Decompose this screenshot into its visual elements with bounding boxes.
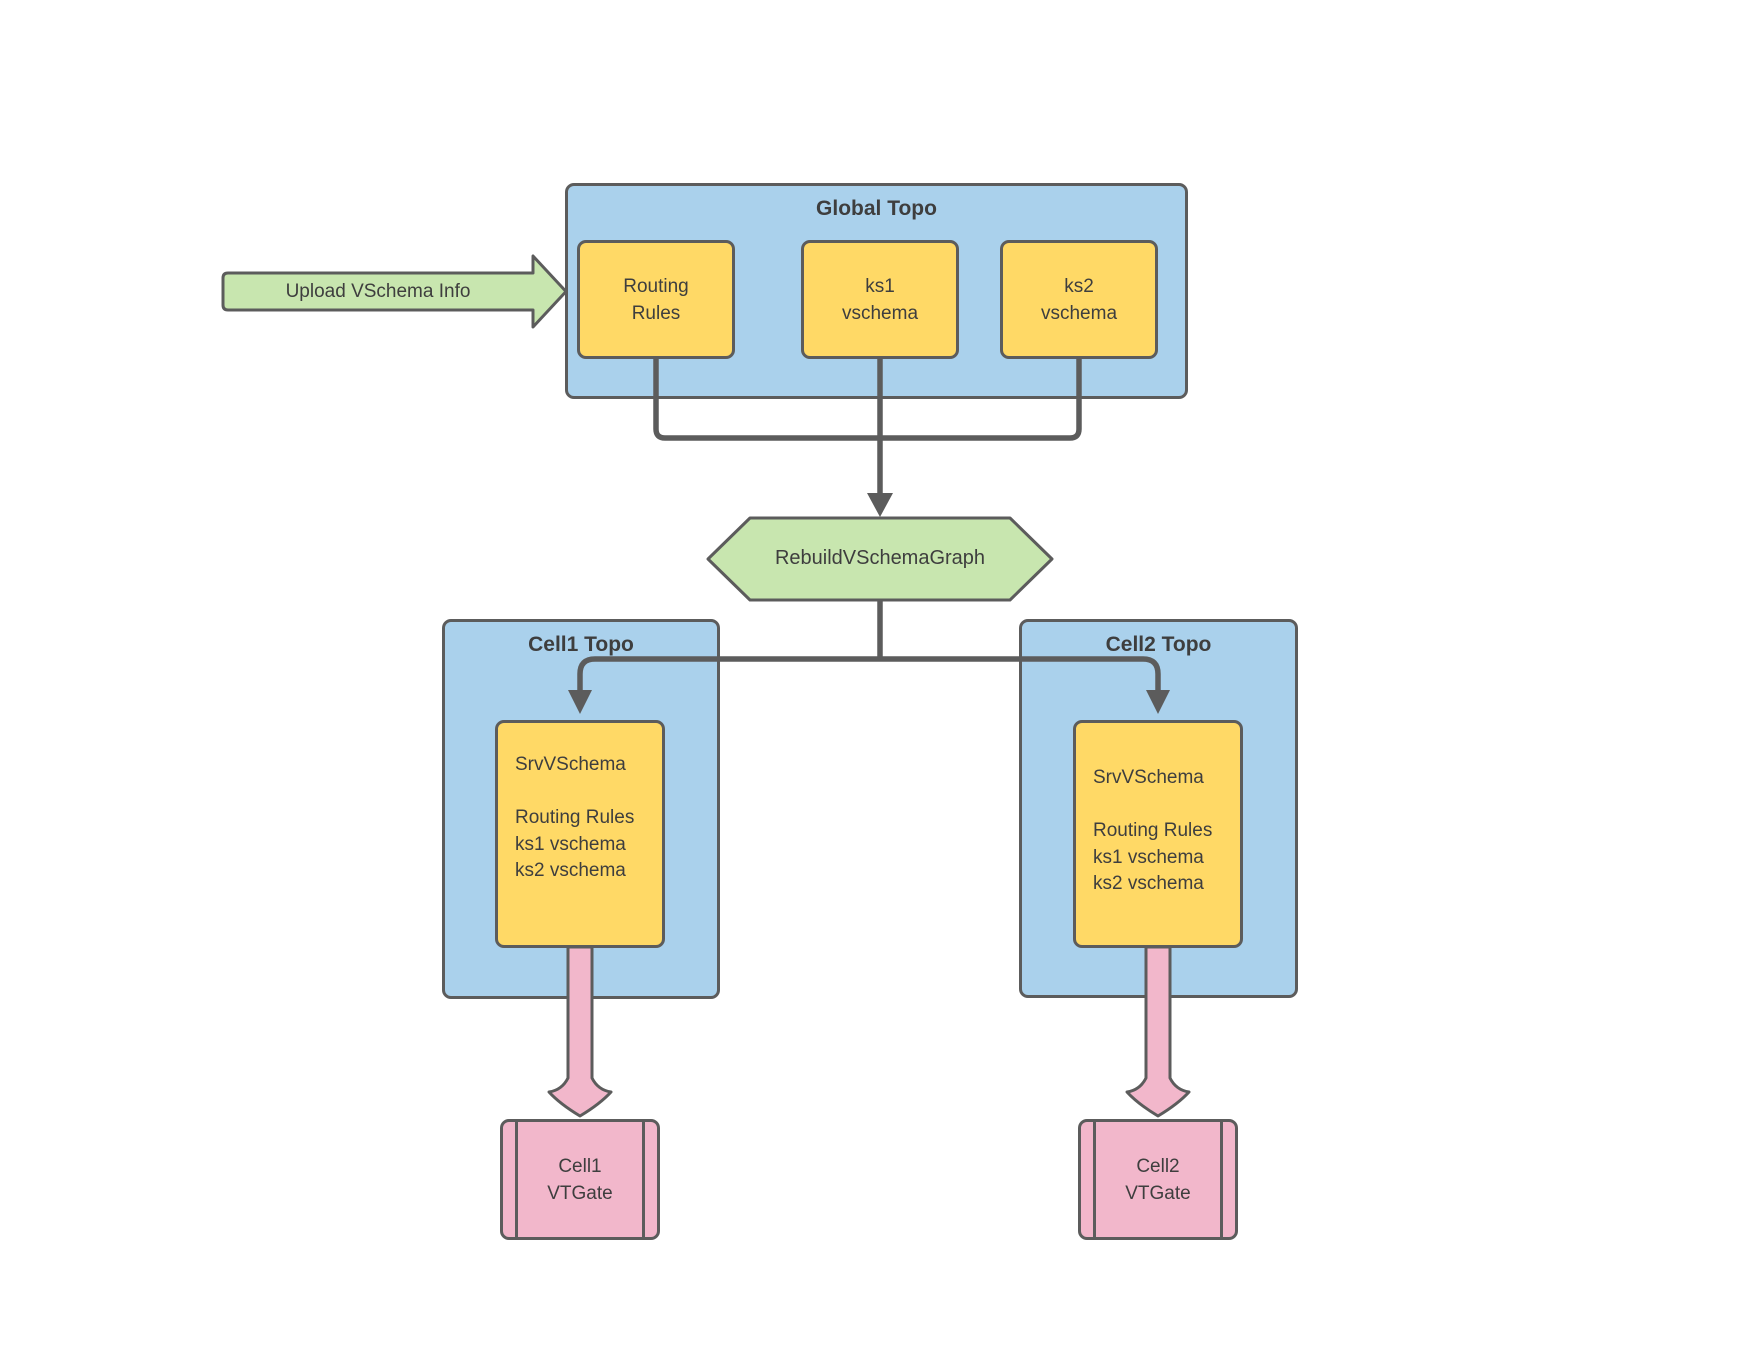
vtgate-side-bar <box>1093 1122 1096 1237</box>
cell2-vtgate-node: Cell2 VTGate <box>1078 1119 1238 1240</box>
cell2-srvvschema-node: SrvVSchema Routing Rules ks1 vschema ks2… <box>1073 720 1243 948</box>
node-routing-rules: Routing Rules <box>577 240 735 359</box>
vtgate-side-bar <box>1220 1122 1223 1237</box>
node-ks2-vschema: ks2 vschema <box>1000 240 1158 359</box>
cell1-vtgate-label: Cell1 VTGate <box>547 1155 613 1204</box>
cell2-vtgate-label: Cell2 VTGate <box>1125 1155 1191 1204</box>
vtgate-side-bar <box>642 1122 645 1237</box>
node-routing-rules-label: Routing Rules <box>623 275 689 324</box>
cell1-topo-title: Cell1 Topo <box>528 633 634 656</box>
global-to-rebuild-arrowhead <box>867 493 893 517</box>
global-topo-title: Global Topo <box>816 197 937 220</box>
node-ks1-vschema: ks1 vschema <box>801 240 959 359</box>
node-ks2-vschema-label: ks2 vschema <box>1040 275 1118 324</box>
cell1-vtgate-node: Cell1 VTGate <box>500 1119 660 1240</box>
cell2-topo-title: Cell2 Topo <box>1105 633 1212 656</box>
cell1-srvvschema-node: SrvVSchema Routing Rules ks1 vschema ks2… <box>495 720 665 948</box>
node-ks1-vschema-label: ks1 vschema <box>841 275 919 324</box>
rebuild-hexagon-label: RebuildVSchemaGraph <box>774 547 986 569</box>
upload-arrow-label: Upload VSchema Info <box>285 281 471 302</box>
vtgate-side-bar <box>515 1122 518 1237</box>
